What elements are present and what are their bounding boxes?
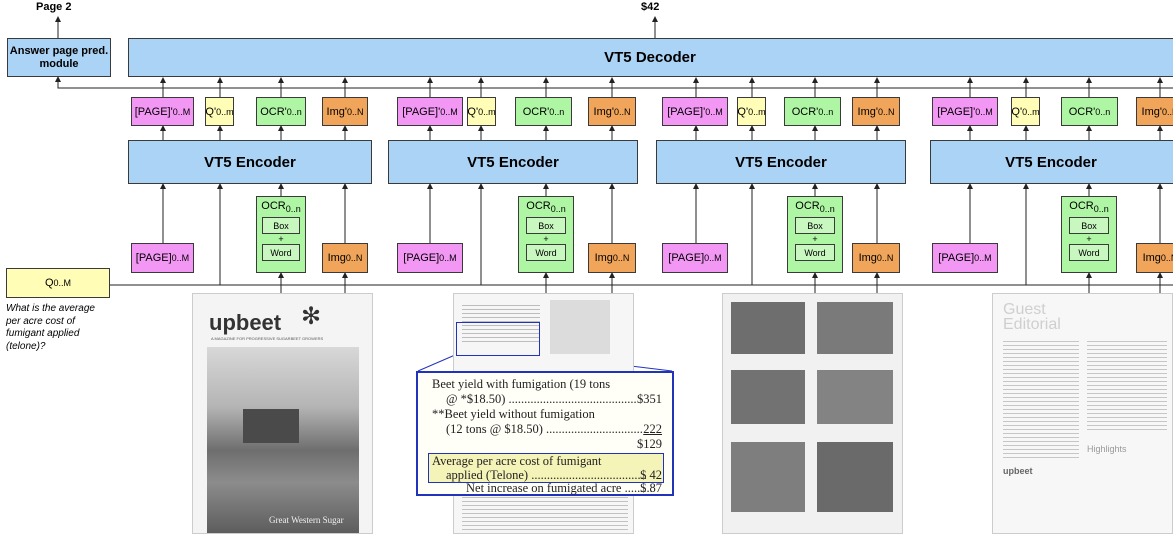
ocr-out-token: OCR'0..n: [515, 97, 572, 126]
zoom-row-value: $129: [637, 437, 662, 451]
page-in-token: [PAGE]0..M: [131, 243, 194, 273]
question-out-token: Q'0..m: [205, 97, 234, 126]
page-in-token: [PAGE]0..M: [397, 243, 463, 273]
ocr-plus: +: [543, 234, 549, 245]
doc1-brand: upbeet: [209, 310, 282, 335]
img-out-token: Img'0..N: [322, 97, 368, 126]
ocr-out-token: OCR'0..n: [784, 97, 841, 126]
palm-tree-icon: ✻: [301, 303, 322, 330]
doc4-text-col: [1087, 338, 1167, 430]
ocr-box-token: Box: [795, 217, 835, 235]
question-out-token: Q'0..m: [467, 97, 496, 126]
page-out-token: [PAGE]'0..M: [932, 97, 998, 126]
doc4-title-line2: Editorial: [1003, 316, 1061, 333]
question-out-token: Q'0..m: [1011, 97, 1040, 126]
doc4-title-line1: Guest: [1003, 301, 1046, 318]
document-page-1: upbeet ✻ A MAGAZINE FOR PROGRESSIVE SUGA…: [192, 293, 373, 534]
doc2-bottom-text: [462, 494, 628, 530]
ocr-word-token: Word: [262, 244, 300, 262]
img-out-token: Img'0..N: [852, 97, 900, 126]
ocr-in-block: OCR0..n Box + Word: [1061, 196, 1117, 273]
page-in-token: [PAGE]0..M: [662, 243, 728, 273]
page-out-token: [PAGE]'0..M: [397, 97, 463, 126]
img-out-token: Img'0..N: [1136, 97, 1173, 126]
zoom-row-label: Average per acre cost of fumigant: [432, 454, 602, 468]
zoom-row-label: Net increase on fumigated acre .........: [466, 481, 653, 495]
vt5-encoder: VT5 Encoder: [656, 140, 906, 184]
doc3-photo: [731, 370, 805, 424]
doc3-photo: [731, 442, 805, 512]
ocr-in-label: OCR0..n: [1069, 200, 1109, 215]
zoom-row-label: @ *$18.50) .............................…: [446, 392, 637, 406]
beet-harvest-photo: Great Western Sugar: [207, 347, 359, 533]
doc3-photo: [731, 302, 805, 354]
page-out-token: [PAGE]'0..M: [662, 97, 728, 126]
doc3-photo: [817, 302, 893, 354]
doc4-title: Guest Editorial: [1003, 301, 1061, 333]
ocr-in-label: OCR0..n: [795, 200, 835, 215]
ocr-out-token: OCR'0..n: [1061, 97, 1118, 126]
harvester-machine: [243, 409, 299, 443]
vt5-encoder: VT5 Encoder: [930, 140, 1173, 184]
zoom-row-value: $ 42: [640, 468, 662, 482]
ocr-in-block: OCR0..n Box + Word: [787, 196, 843, 273]
ocr-in-block: OCR0..n Box + Word: [518, 196, 574, 273]
zoom-row-label: **Beet yield without fumigation: [432, 407, 595, 421]
decoder-label: VT5 Decoder: [604, 49, 696, 66]
page-in-token: [PAGE]0..M: [932, 243, 998, 273]
doc1-tagline: A MAGAZINE FOR PROGRESSIVE SUGARBEET GRO…: [211, 336, 324, 341]
vt5-encoder: VT5 Encoder: [388, 140, 638, 184]
question-out-token: Q'0..m: [737, 97, 766, 126]
doc4-brand: upbeet: [1003, 466, 1033, 476]
ocr-plus: +: [278, 234, 284, 245]
vt5-decoder: VT5 Decoder: [128, 38, 1173, 77]
zoom-row-label: Beet yield with fumigation (19 tons: [432, 377, 611, 391]
ocr-word-token: Word: [1069, 244, 1109, 262]
ocr-in-label: OCR0..n: [526, 200, 566, 215]
doc1-caption: Great Western Sugar: [269, 515, 344, 525]
zoomed-table: Beet yield with fumigation (19 tons @ *$…: [416, 371, 674, 496]
ocr-in-label: OCR0..n: [261, 200, 301, 215]
answer-page-module-label: Answer page pred. module: [9, 44, 109, 70]
zoom-row-label: (12 tons @ $18.50) .....................…: [446, 422, 643, 436]
ocr-word-token: Word: [526, 244, 566, 262]
zoom-row-label: applied (Telone) .......................…: [446, 468, 647, 482]
doc3-photo: [817, 370, 893, 424]
zoom-row-value: $ 87: [640, 481, 662, 495]
img-out-token: Img'0..N: [588, 97, 636, 126]
answer-highlight: [428, 453, 664, 483]
answer-page-prediction-module: Answer page pred. module: [7, 38, 111, 77]
document-page-3: [722, 293, 903, 534]
ocr-word-token: Word: [795, 244, 835, 262]
vt5-encoder: VT5 Encoder: [128, 140, 372, 184]
ocr-box-token: Box: [262, 217, 300, 235]
ocr-box-token: Box: [1069, 217, 1109, 235]
document-page-4: Guest Editorial upbeet Highlights: [992, 293, 1173, 534]
doc3-photo: [817, 442, 893, 512]
question-text: What is the average per acre cost of fum…: [6, 303, 95, 352]
ocr-plus: +: [1086, 234, 1092, 245]
doc4-section: Highlights: [1087, 444, 1127, 454]
zoom-row-value: $351: [637, 392, 662, 406]
ocr-out-token: OCR'0..n: [256, 97, 306, 126]
answer-output: $42: [641, 1, 660, 13]
answer-page-output: Page 2: [36, 1, 72, 13]
ocr-box-token: Box: [526, 217, 566, 235]
doc2-table-highlight: [456, 322, 540, 356]
ocr-in-block: OCR0..n Box + Word: [256, 196, 306, 273]
page-out-token: [PAGE]'0..M: [131, 97, 194, 126]
zoom-row-value: 222: [643, 422, 662, 436]
doc4-text-col: [1003, 338, 1079, 458]
doc2-figure: [550, 300, 610, 354]
ocr-plus: +: [812, 234, 818, 245]
